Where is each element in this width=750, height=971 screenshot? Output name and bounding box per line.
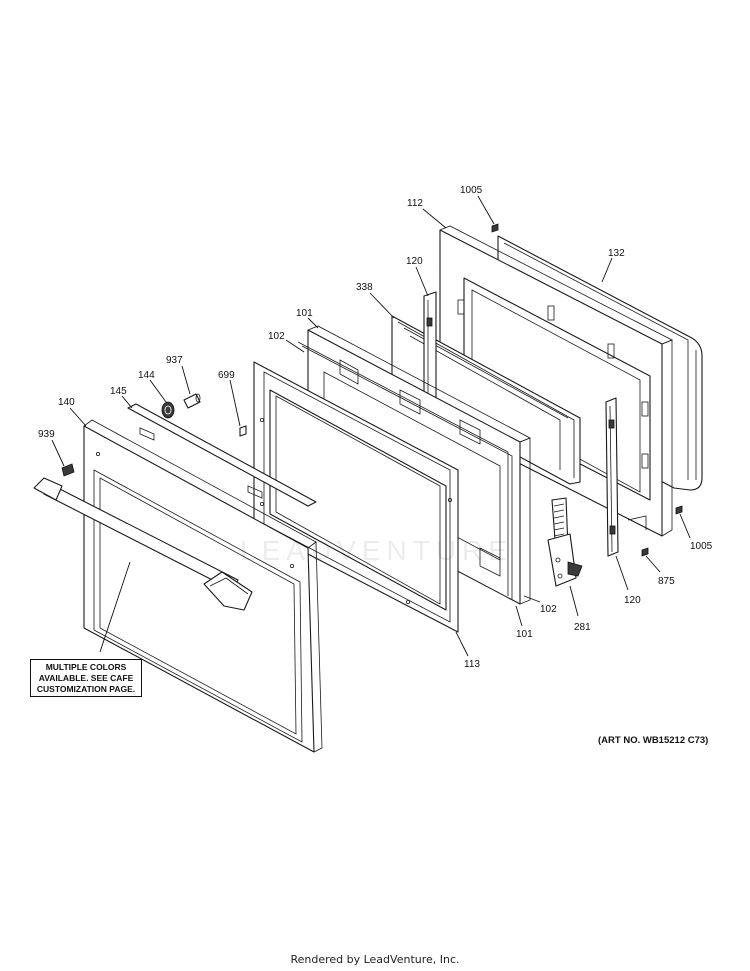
callout-281: 281 (574, 622, 591, 633)
callout-939: 939 (38, 429, 55, 440)
note-line-2: AVAILABLE. SEE CAFE (38, 672, 134, 683)
part-102-insulation-layer[interactable] (297, 341, 513, 600)
part-145-door-bracket[interactable] (127, 403, 317, 507)
watermark: LEADVENTURE (240, 535, 513, 566)
callout-937: 937 (166, 355, 183, 366)
note-line-1: MULTIPLE COLORS (45, 661, 127, 672)
part-120-hinge-channel-right[interactable] (605, 397, 619, 557)
callout-102-top: 102 (268, 331, 285, 342)
callout-112: 112 (407, 198, 423, 209)
note-line-3: CUSTOMIZATION PAGE. (36, 683, 136, 694)
part-875-screw[interactable] (641, 547, 649, 557)
leader-lines (51, 195, 691, 657)
callout-101-bottom: 101 (516, 629, 533, 640)
callout-338: 338 (356, 282, 373, 293)
callout-101-top: 101 (296, 308, 313, 319)
part-140-outer-door[interactable] (83, 419, 323, 753)
art-number: (ART NO. WB15212 C73) (598, 735, 709, 746)
part-1005-screw-right[interactable] (675, 505, 683, 515)
callout-875: 875 (658, 576, 675, 587)
door-handle[interactable] (33, 477, 253, 611)
part-699-screw[interactable] (239, 425, 247, 437)
callout-113: 113 (464, 659, 480, 670)
callout-120-right: 120 (624, 595, 641, 606)
callout-120-left: 120 (406, 256, 423, 267)
callout-labels: 1005 112 132 120 338 101 102 937 144 699… (38, 185, 713, 670)
callout-140: 140 (58, 397, 75, 408)
part-1005-screw-top[interactable] (491, 223, 499, 233)
part-281-hinge-assembly[interactable] (547, 497, 583, 587)
footer-credit: Rendered by LeadVenture, Inc. (290, 953, 460, 966)
callout-144: 144 (138, 370, 155, 381)
part-939-screw[interactable] (61, 463, 75, 477)
callout-699: 699 (218, 370, 235, 381)
callout-1005-top: 1005 (460, 185, 483, 196)
callout-1005-right: 1005 (690, 541, 713, 552)
callout-102-bottom: 102 (540, 604, 557, 615)
color-options-note: MULTIPLE COLORS AVAILABLE. SEE CAFE CUST… (30, 659, 142, 697)
part-937-spacer[interactable] (183, 393, 201, 409)
callout-132: 132 (608, 248, 625, 259)
callout-145: 145 (110, 386, 127, 397)
part-144-fastener[interactable] (161, 401, 175, 419)
